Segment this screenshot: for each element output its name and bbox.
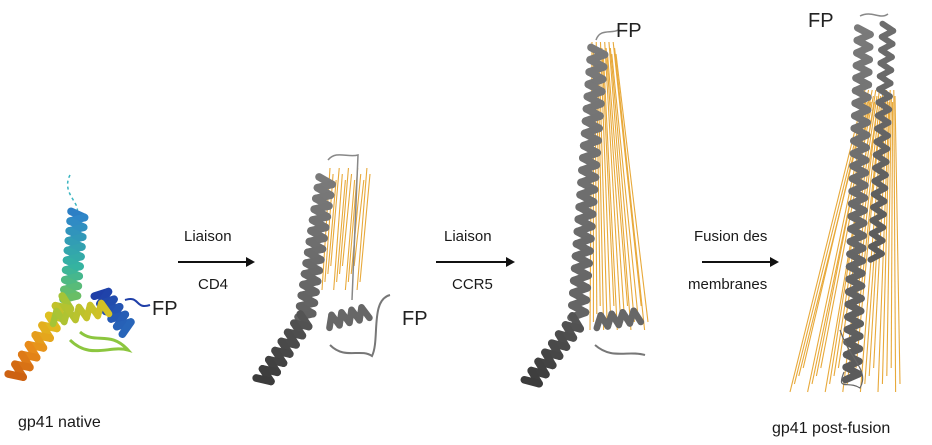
fp-loop (860, 14, 888, 16)
step-arrow-3 (702, 257, 779, 267)
helix-cyan (63, 211, 84, 299)
caption-post-fusion: gp41 post-fusion (772, 420, 890, 438)
fp-label-cd4: FP (402, 308, 428, 331)
bottom-loop (595, 345, 645, 355)
gp41-post-fusion-structure (790, 14, 900, 392)
helix-orange (8, 296, 70, 377)
step-3-top-label: Fusion des (694, 228, 767, 245)
caption-native: gp41 native (18, 414, 101, 432)
helix-a (846, 28, 871, 380)
gp41-ccr5-bound-structure (524, 30, 648, 384)
lower-helix (256, 314, 308, 381)
fp-label-post-fusion: FP (808, 10, 834, 33)
gp41-native-structure (8, 175, 150, 377)
fp-label-native: FP (152, 298, 178, 321)
fp-loop (125, 299, 150, 306)
step-1-top-label: Liaison (184, 228, 232, 245)
step-1-bottom-label: CD4 (198, 276, 228, 293)
step-2-top-label: Liaison (444, 228, 492, 245)
step-2-bottom-label: CCR5 (452, 276, 493, 293)
step-3-bottom-label: membranes (688, 276, 767, 293)
long-helix (298, 177, 332, 317)
orange-rays (590, 42, 648, 330)
lower-helix (524, 316, 580, 384)
step-arrow-2 (436, 257, 515, 267)
gp41-cd4-bound-structure (256, 155, 390, 382)
step-arrow-1 (178, 257, 255, 267)
fp-label-ccr5: FP (616, 20, 642, 43)
fp-loop (596, 30, 618, 40)
side-helix (329, 307, 369, 327)
